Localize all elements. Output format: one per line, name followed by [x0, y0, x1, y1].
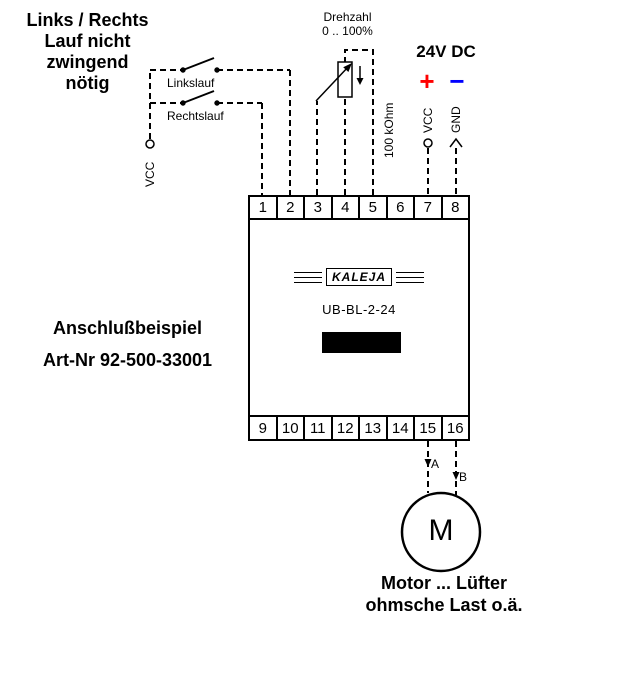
terminal-13: 13: [358, 417, 386, 439]
brand-name: KALEJA: [325, 268, 392, 286]
kaleja-logo: KALEJA: [288, 266, 430, 288]
wire-rechtslauf: [150, 102, 263, 195]
speed-label-line1: Drehzahl: [323, 10, 372, 24]
motor-circle: [400, 491, 482, 573]
gnd-arrow-icon: [449, 137, 463, 148]
motor-symbol: M: [428, 514, 454, 547]
plus-symbol: +: [419, 66, 435, 96]
speed-label: Drehzahl 0 .. 100%: [300, 10, 395, 38]
dashed-wires: [149, 49, 457, 495]
logo-lines-left: [293, 271, 322, 283]
terminal-1: 1: [258, 199, 267, 216]
device-display-block: [322, 332, 401, 353]
terminal-4: 4: [330, 197, 359, 218]
potentiometer-symbol: [315, 61, 364, 102]
speed-label-line2: 0 .. 100%: [322, 24, 373, 38]
bottom-terminal-strip: 9 10 11 12 13 14 15 16: [248, 415, 470, 441]
terminal-2: 2: [275, 197, 304, 218]
terminal-16: 16: [440, 417, 469, 439]
device-model: UB-BL-2-24: [322, 302, 396, 317]
switch-linkslauf-symbol: [180, 57, 220, 73]
arrow-a-icon: [424, 459, 432, 467]
terminal-12: 12: [330, 417, 359, 439]
terminal-15: 15: [413, 417, 441, 439]
rechtslauf-label: Rechtslauf: [167, 109, 224, 123]
device-body: [248, 218, 470, 417]
linkslauf-label: Linkslauf: [167, 76, 215, 90]
note-line-4: nötig: [65, 73, 110, 93]
vcc-right-terminal-circle: [423, 138, 433, 148]
minus-symbol: −: [449, 66, 465, 96]
logo-lines-right: [396, 271, 424, 283]
terminal-14: 14: [385, 417, 414, 439]
switch-rechtslauf-symbol: [180, 90, 220, 106]
terminal-11: 11: [303, 417, 331, 439]
wire-poti-top: [344, 49, 374, 195]
note-line-1: Links / Rechts: [26, 10, 149, 30]
terminal-3: 3: [303, 197, 331, 218]
resistance-label: 100 kOhm: [382, 102, 396, 158]
note-line-2: Lauf nicht: [44, 31, 131, 51]
caption-anschlussbeispiel: Anschlußbeispiel: [52, 318, 203, 338]
terminal-10: 10: [275, 417, 304, 439]
vcc-left-label: VCC: [143, 161, 157, 187]
motor-caption: Motor ... Lüfter ohmsche Last o.ä.: [330, 572, 558, 616]
gnd-label: GND: [449, 106, 463, 133]
wire-linkslauf: [150, 69, 291, 195]
terminal-6: 6: [385, 197, 414, 218]
note-top-left: Links / Rechts Lauf nicht zwingend nötig: [10, 10, 165, 94]
motor-wire-b-label: B: [459, 470, 468, 484]
motor-caption-line2: ohmsche Last o.ä.: [365, 595, 523, 615]
terminal-8: 8: [440, 197, 469, 218]
motor-wire-a-label: A: [431, 457, 440, 471]
vcc-right-label: VCC: [421, 107, 435, 133]
power-supply-title: 24V DC: [416, 42, 476, 61]
caption-artnr: Art-Nr 92-500-33001: [42, 350, 213, 370]
motor-caption-line1: Motor ... Lüfter: [381, 573, 507, 593]
vcc-left-terminal-circle: [145, 139, 155, 149]
terminal-9: 9: [258, 419, 267, 437]
terminal-7: 7: [413, 197, 441, 218]
note-line-3: zwingend: [46, 52, 129, 72]
terminal-5: 5: [358, 197, 386, 218]
arrow-b-icon: [452, 472, 460, 480]
top-terminal-strip: 1 2 3 4 5 6 7 8: [248, 195, 470, 220]
